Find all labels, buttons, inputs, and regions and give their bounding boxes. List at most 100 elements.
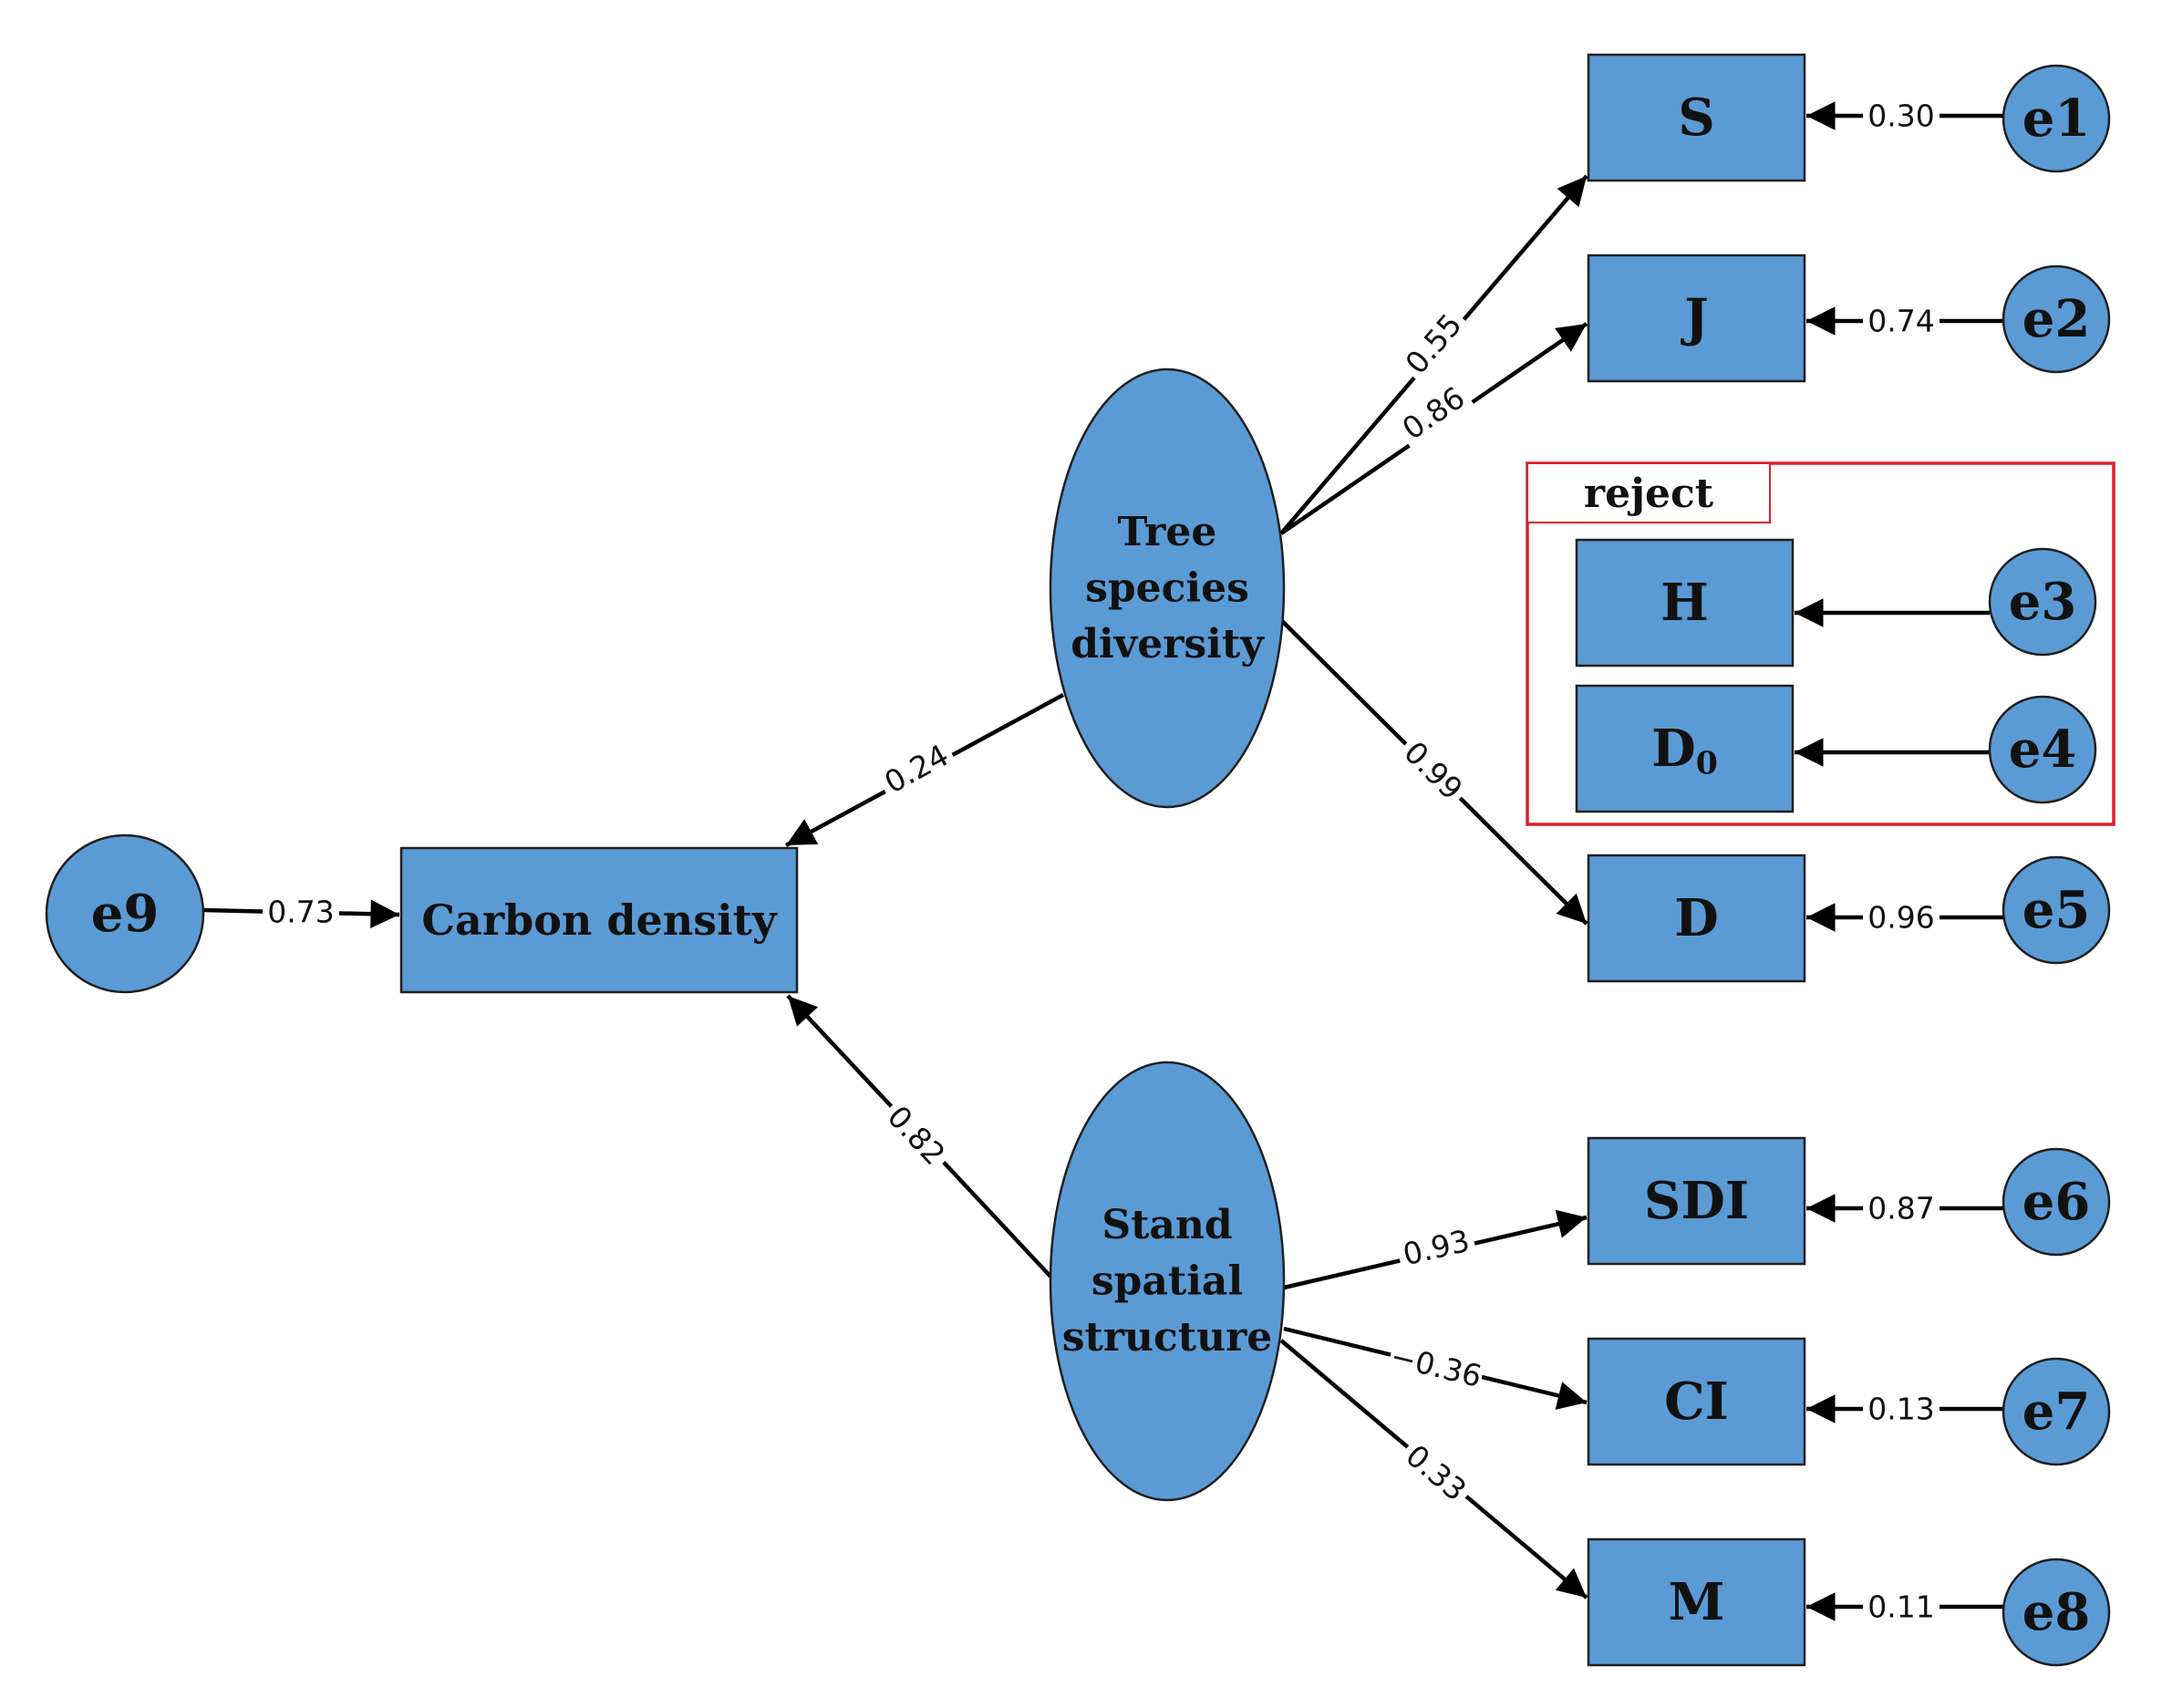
edge-e7-CI-label-bg <box>1863 1391 1940 1427</box>
node-D-label-text: D <box>1674 888 1719 948</box>
node-tree-ellipse <box>1049 367 1286 809</box>
edge-e7-CI-weight: 0.13 <box>1867 1392 1934 1427</box>
edge-e1-S-label-bg <box>1863 98 1940 134</box>
edge-e8-M-label-bg <box>1863 1589 1940 1625</box>
node-e6-label: e6 <box>2022 1172 2091 1232</box>
node-M-label: M <box>1669 1572 1725 1632</box>
node-e8: e8 <box>2002 1558 2111 1667</box>
node-carbon-label: Carbon density <box>421 895 777 945</box>
node-layer: Carbon density TreespeciesdiversityStands… <box>45 53 2111 1667</box>
node-e9: e9 <box>45 833 205 994</box>
node-D0-label-subscript: 0 <box>1696 744 1718 782</box>
node-S-label: S <box>1678 88 1714 148</box>
node-stand-label-line-2: spatial <box>1091 1258 1243 1305</box>
edge-e6-SDI-weight: 0.87 <box>1867 1191 1934 1227</box>
node-e2: e2 <box>2002 264 2111 374</box>
node-e5-label-text: e5 <box>2022 880 2091 940</box>
node-H: H <box>1575 538 1795 668</box>
node-D-label: D <box>1674 888 1719 948</box>
node-e8-label: e8 <box>2022 1582 2091 1642</box>
edge-e8-M-weight: 0.11 <box>1867 1589 1934 1625</box>
node-H-box <box>1575 538 1795 668</box>
node-e8-circle <box>2002 1558 2111 1667</box>
reject-group: reject <box>1526 461 2115 826</box>
node-e6-circle <box>2002 1147 2111 1257</box>
node-e7-label: e7 <box>2022 1382 2091 1442</box>
edge-stand-carbon-label-bg <box>876 1094 957 1176</box>
reject-group-title: reject <box>1584 471 1714 517</box>
node-M-box <box>1587 1537 1806 1667</box>
node-H-label-text: H <box>1660 573 1709 633</box>
reject-group-frame <box>1526 461 2115 826</box>
node-SDI-label-text: SDI <box>1644 1171 1749 1231</box>
edge-e6-SDI-label-group: 0.87 <box>1863 1190 1940 1227</box>
node-SDI-label: SDI <box>1644 1171 1749 1231</box>
node-e1-label: e1 <box>2022 88 2091 149</box>
edge-tree-D-label-bg <box>1393 730 1474 811</box>
edge-stand-CI-label-group: −0.36 <box>1386 1337 1486 1395</box>
node-e4-label: e4 <box>2009 719 2077 780</box>
node-e7-label-text: e7 <box>2022 1382 2091 1442</box>
node-tree-label-line-1: Tree <box>1118 509 1217 555</box>
node-e6-label-text: e6 <box>2022 1172 2091 1232</box>
node-SDI: SDI <box>1587 1136 1806 1266</box>
node-carbon-label-text: Carbon density <box>421 895 777 945</box>
node-carbon-box <box>399 846 799 994</box>
node-H-label: H <box>1660 573 1709 633</box>
edge-e5-D-weight: 0.96 <box>1867 900 1934 936</box>
node-e7: e7 <box>2002 1357 2111 1466</box>
node-S-label-text: S <box>1678 88 1714 148</box>
edge-e8-M-label-group: 0.11 <box>1863 1589 1940 1625</box>
node-e9-circle <box>45 833 205 994</box>
node-e3-label-text: e3 <box>2009 572 2077 632</box>
edge-stand-M-label-bg <box>1394 1434 1478 1512</box>
node-J-label: J <box>1680 288 1709 348</box>
node-S-box <box>1587 53 1806 182</box>
node-e1-label-text: e1 <box>2022 88 2091 149</box>
edge-e5-D-label-bg <box>1863 899 1940 936</box>
node-e3-label: e3 <box>2009 572 2077 632</box>
node-e9-label-text: e9 <box>91 884 160 944</box>
node-e5: e5 <box>2002 855 2111 965</box>
node-M: M <box>1587 1537 1806 1667</box>
node-e9-label: e9 <box>91 884 160 944</box>
edge-tree-S-label-group: 0.55 <box>1394 303 1473 385</box>
edge-stand-CI-weight: −0.36 <box>1387 1338 1485 1394</box>
node-e2-label-text: e2 <box>2022 289 2091 349</box>
node-J-box <box>1587 254 1806 383</box>
edge-e9-carbon-label-bg <box>263 894 339 930</box>
node-e4-label-text: e4 <box>2009 719 2077 780</box>
node-CI: CI <box>1587 1337 1806 1466</box>
node-e4-circle <box>1988 695 2097 804</box>
edge-e2-J-label-group: 0.74 <box>1863 303 1940 339</box>
edge-stand-CI-label-bg <box>1386 1337 1486 1395</box>
node-S: S <box>1587 53 1806 182</box>
edge-tree-carbon-label-group: 0.24 <box>874 734 959 803</box>
node-tree-label-line-3: diversity <box>1071 621 1265 668</box>
node-e1: e1 <box>2002 64 2111 173</box>
edge-tree-J-label-bg <box>1391 376 1475 450</box>
edge-e9-carbon-label-group: 0.73 <box>263 894 339 930</box>
node-D0-label-text: D <box>1651 719 1696 779</box>
node-e6: e6 <box>2002 1147 2111 1257</box>
node-M-label-text: M <box>1669 1572 1725 1632</box>
node-J: J <box>1587 254 1806 383</box>
node-stand-ellipse <box>1049 1061 1286 1502</box>
edge-tree-carbon-label-bg <box>874 734 959 803</box>
node-CI-label-text: CI <box>1664 1372 1729 1432</box>
node-e8-label-text: e8 <box>2022 1582 2091 1642</box>
edge-stand-SDI-weight: 0.93 <box>1400 1223 1473 1273</box>
reject-group-tab <box>1526 462 1771 523</box>
node-e3-circle <box>1988 547 2097 657</box>
node-CI-label: CI <box>1664 1372 1729 1432</box>
node-D0-box <box>1575 684 1795 813</box>
node-D-box <box>1587 854 1806 983</box>
node-carbon: Carbon density <box>399 846 799 994</box>
edge-e2-J-label-bg <box>1863 303 1940 339</box>
edge-stand-SDI-label-group: 0.93 <box>1394 1221 1478 1274</box>
edge-e9-carbon-weight: 0.73 <box>267 895 334 930</box>
node-CI-box <box>1587 1337 1806 1466</box>
